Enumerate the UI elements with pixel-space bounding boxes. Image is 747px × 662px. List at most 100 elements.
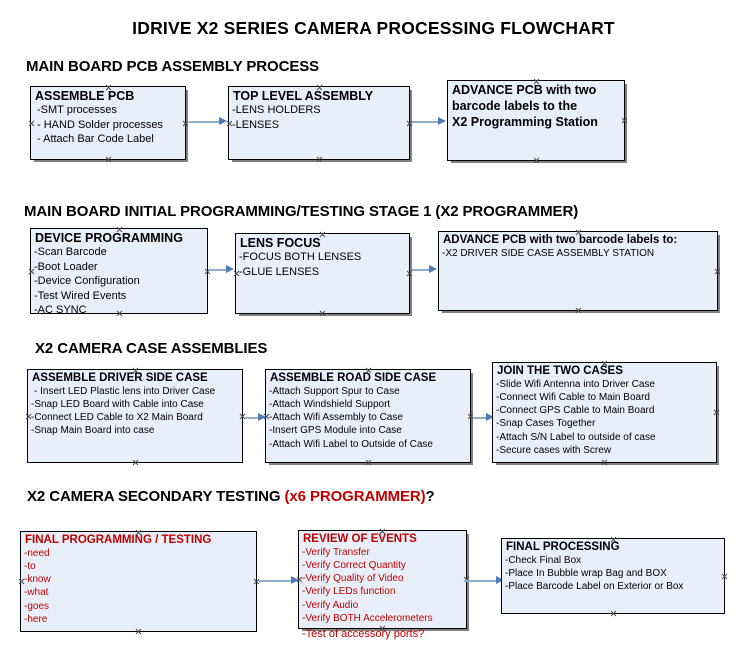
section-header-x2-camera-secondary-testing: X2 CAMERA SECONDARY TESTING (x6 PROGRAMM… — [27, 488, 435, 505]
arrow-driver-side-to-road-side — [245, 413, 266, 422]
section-header-x2-camera-case-assemblies: X2 CAMERA CASE ASSEMBLIES — [35, 340, 268, 357]
node-title: FINAL PROCESSING — [506, 541, 620, 553]
node-line: -Connect GPS Cable to Main Board — [496, 405, 655, 417]
arrow-shaft — [189, 121, 220, 123]
resize-handle-bottom[interactable] — [533, 157, 540, 164]
resize-handle-bottom[interactable] — [316, 156, 323, 163]
node-line: -know — [24, 574, 51, 586]
node-line: -Verify Audio — [302, 599, 359, 611]
node-title: LENS FOCUS — [240, 236, 321, 250]
section-header-main-board-initial-programming-testing-stage-1: MAIN BOARD INITIAL PROGRAMMING/TESTING S… — [24, 203, 579, 220]
node-line: -LENS HOLDERS — [232, 104, 321, 116]
node-assemble-driver-side-case[interactable]: ASSEMBLE DRIVER SIDE CASE - Insert LED P… — [27, 369, 243, 463]
node-line: -Attach Windshield Support — [269, 399, 391, 411]
section-header-main-board-pcb-assembly-process: MAIN BOARD PCB ASSEMBLY PROCESS — [26, 58, 320, 75]
node-lens-focus[interactable]: LENS FOCUS -FOCUS BOTH LENSES -GLUE LENS… — [235, 233, 410, 314]
node-line: -X2 DRIVER SIDE CASE ASSEMBLY STATION — [442, 247, 655, 259]
resize-handle-bottom[interactable] — [105, 156, 112, 163]
node-title: FINAL PROGRAMMING / TESTING — [25, 534, 212, 546]
arrow-review-of-events-to-final-processing — [464, 576, 504, 585]
node-title-line-3: X2 Programming Station — [452, 115, 598, 129]
node-line: -Attach Wifi Assembly to Case — [269, 412, 403, 424]
node-title: ADVANCE PCB with two barcode labels to: — [443, 234, 678, 246]
node-line: -need — [24, 547, 50, 559]
node-line: -Verify BOTH Accelerometers — [302, 612, 433, 624]
node-line: -Verify Transfer — [302, 546, 370, 558]
arrow-shaft — [209, 269, 227, 271]
node-title: ASSEMBLE ROAD SIDE CASE — [270, 372, 437, 384]
node-advance-pcb-to-x2-programming-station[interactable]: ADVANCE PCB with two barcode labels to t… — [447, 80, 625, 161]
section-header-suffix-red: (x6 PROGRAMMER) — [284, 488, 426, 505]
node-review-of-events[interactable]: REVIEW OF EVENTS -Verify Transfer -Verif… — [298, 530, 467, 640]
arrow-shaft — [412, 121, 439, 123]
node-line: -Connect Wifi Cable to Main Board — [496, 392, 650, 404]
node-line: -AC SYNC — [34, 304, 87, 317]
node-top-level-assembly[interactable]: TOP LEVEL ASSEMBLY -LENS HOLDERS -LENSES — [228, 86, 410, 160]
node-title: ASSEMBLE DRIVER SIDE CASE — [32, 372, 208, 384]
node-line: -Connect LED Cable to X2 Main Board — [31, 412, 203, 424]
node-device-programming[interactable]: DEVICE PROGRAMMING -Scan Barcode -Boot L… — [30, 228, 208, 316]
arrow-shaft — [245, 417, 259, 419]
node-final-processing[interactable]: FINAL PROCESSING -Check Final Box -Place… — [501, 538, 725, 614]
resize-handle-bottom[interactable] — [610, 610, 617, 617]
arrow-top-level-assembly-to-advance-pcb — [412, 117, 446, 126]
arrow-head — [429, 265, 437, 273]
node-assemble-pcb[interactable]: ASSEMBLE PCB -SMT processes - HAND Solde… — [30, 86, 186, 160]
arrow-head — [219, 117, 227, 125]
node-title: REVIEW OF EVENTS — [303, 533, 417, 545]
arrow-shaft — [259, 580, 292, 582]
node-title-line-2: barcode labels to the — [452, 99, 578, 113]
node-line: -SMT processes — [37, 104, 117, 116]
node-line: -Attach S/N Label to outside of case — [496, 431, 656, 443]
resize-handle-bottom[interactable] — [601, 459, 608, 466]
arrow-lens-focus-to-advance-pcb — [412, 265, 437, 274]
node-line: -Boot Loader — [34, 260, 98, 273]
node-assemble-road-side-case[interactable]: ASSEMBLE ROAD SIDE CASE -Attach Support … — [265, 369, 471, 463]
arrow-final-programming-to-review-of-events — [259, 576, 299, 585]
connector-handle-right[interactable] — [714, 268, 721, 275]
node-line: - Insert LED Plastic lens into Driver Ca… — [34, 385, 216, 397]
node-line: -Verify LEDs function — [302, 586, 396, 598]
node-overflow-line: -Test of accessory ports? — [302, 628, 425, 640]
node-line: -Secure cases with Screw — [496, 444, 612, 456]
node-line: -Attach Support Spur to Case — [269, 385, 400, 397]
node-line: -Insert GPS Module into Case — [269, 425, 402, 437]
resize-handle-bottom[interactable] — [575, 307, 582, 314]
node-line: -Snap Main Board into case — [31, 425, 155, 437]
node-line: -Scan Barcode — [34, 246, 107, 258]
arrow-shaft — [473, 417, 487, 419]
resize-handle-bottom[interactable] — [135, 628, 142, 635]
node-title-line-1: ADVANCE PCB with two — [452, 83, 597, 97]
node-line: -here — [24, 613, 48, 625]
resize-handle-bottom[interactable] — [365, 459, 372, 466]
node-line: -Test Wired Events — [34, 289, 127, 302]
node-join-the-two-cases[interactable]: JOIN THE TWO CASES -Slide Wifi Antenna i… — [492, 362, 717, 463]
node-line: -Place In Bubble wrap Bag and BOX — [505, 568, 667, 580]
arrow-assemble-pcb-to-top-level-assembly — [189, 117, 227, 126]
node-line: -Device Configuration — [34, 275, 140, 288]
node-final-programming-testing[interactable]: FINAL PROGRAMMING / TESTING -need -to -k… — [20, 531, 257, 632]
section-header-suffix-black: ? — [425, 488, 435, 505]
resize-handle-bottom[interactable] — [319, 310, 326, 317]
arrow-device-programming-to-lens-focus — [209, 265, 234, 274]
node-line: -Check Final Box — [505, 554, 582, 566]
arrow-shaft — [464, 580, 497, 582]
arrow-shaft — [412, 269, 430, 271]
node-title: DEVICE PROGRAMMING — [35, 231, 183, 245]
node-line: -to — [24, 561, 36, 573]
arrow-road-side-to-join-two-cases — [473, 413, 494, 422]
node-line: -Snap LED Board with Cable into Case — [31, 399, 204, 411]
node-line: - Attach Bar Code Label — [37, 133, 154, 146]
node-line: -what — [24, 587, 49, 599]
node-line: -GLUE LENSES — [239, 265, 320, 278]
arrow-head — [226, 265, 234, 273]
node-line: -Snap Cases Together — [496, 418, 596, 430]
node-line: -Verify Correct Quantity — [302, 560, 406, 572]
arrow-head — [438, 117, 446, 125]
node-title: ASSEMBLE PCB — [35, 89, 135, 103]
node-line: - HAND Solder processes — [37, 118, 163, 131]
node-advance-pcb-to-driver-side-case-assembly-station[interactable]: ADVANCE PCB with two barcode labels to: … — [438, 231, 718, 311]
resize-handle-bottom[interactable] — [132, 459, 139, 466]
node-line: -LENSES — [232, 118, 280, 131]
